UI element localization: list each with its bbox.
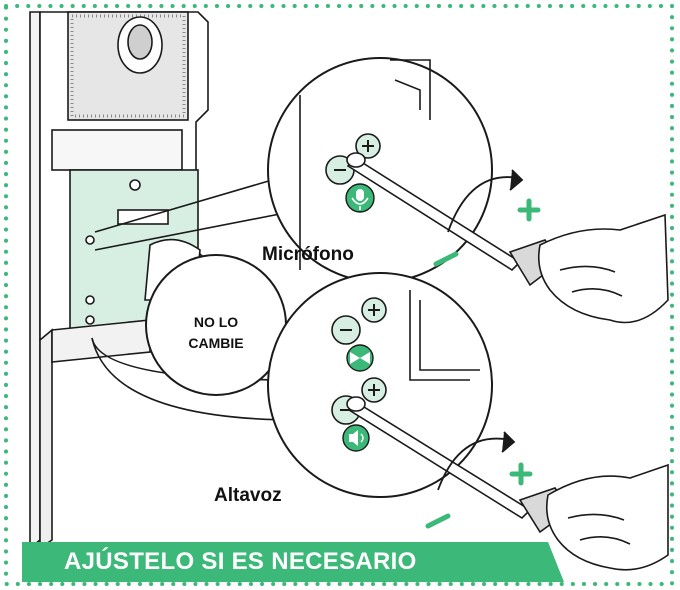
- minus-icon: [425, 513, 451, 529]
- dotted-border: [4, 4, 674, 586]
- hand-icon: [537, 213, 669, 324]
- speaker-zoom-circle: [267, 272, 493, 498]
- rotation-arrow-icon: [437, 431, 516, 491]
- plus-icon: [509, 462, 533, 486]
- leader-lines: [91, 179, 301, 421]
- rotation-arrow-icon: [447, 169, 524, 233]
- banner-background: [22, 542, 564, 582]
- no-change-line2: CAMBIE: [188, 335, 244, 351]
- minus-icon: [433, 251, 459, 267]
- plus-icon: [517, 198, 541, 222]
- no-change-label: NO LO CAMBIE: [150, 312, 282, 354]
- speaker-label: Altavoz: [214, 485, 282, 506]
- adjust-banner-text: AJÚSTELO SI ES NECESARIO: [64, 548, 417, 575]
- microphone-label: Micrófono: [262, 244, 354, 265]
- hand-icon: [545, 463, 669, 571]
- no-change-line1: NO LO: [193, 314, 239, 330]
- door-station: [29, 11, 209, 550]
